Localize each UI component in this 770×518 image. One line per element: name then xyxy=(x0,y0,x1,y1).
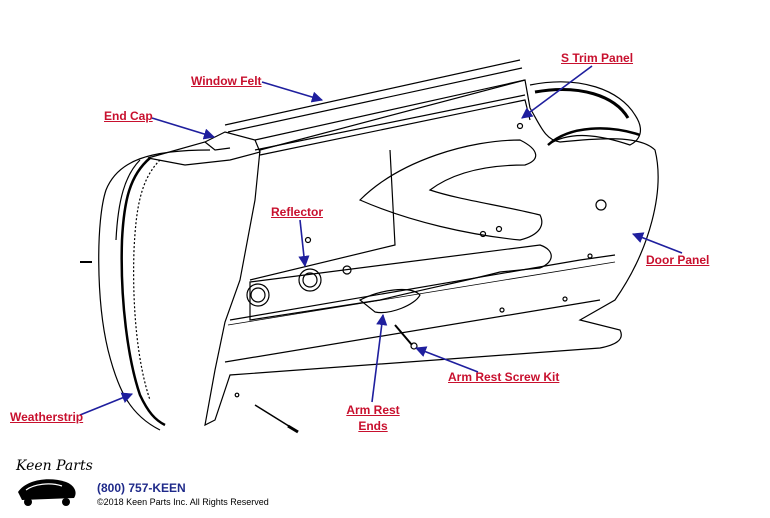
door-shell xyxy=(98,149,211,431)
arrow-weatherstrip xyxy=(79,392,134,416)
arrow-door-panel xyxy=(631,232,683,254)
main-door-panel xyxy=(80,79,659,434)
label-door-panel[interactable]: Door Panel xyxy=(646,253,710,267)
label-weatherstrip[interactable]: Weatherstrip xyxy=(10,410,84,424)
arrow-reflector xyxy=(298,219,310,268)
label-s-trim-panel[interactable]: S Trim Panel xyxy=(561,51,634,65)
arrow-s-trim-panel xyxy=(521,65,593,119)
arrow-arm-rest-ends xyxy=(371,313,388,403)
label-window-felt[interactable]: Window Felt xyxy=(191,74,262,88)
end-cap xyxy=(147,131,261,166)
footer-copyright: ©2018 Keen Parts Inc. All Rights Reserve… xyxy=(97,497,269,507)
window-felt-strip xyxy=(224,59,526,151)
label-arm-rest-screw-kit[interactable]: Arm Rest Screw Kit xyxy=(448,370,560,384)
callout-arrows xyxy=(79,65,683,416)
label-arm-rest-ends-line2: Ends xyxy=(358,419,388,433)
footer-phone[interactable]: (800) 757-KEEN xyxy=(97,481,186,495)
label-arm-rest-ends[interactable]: Arm Rest Ends xyxy=(343,403,403,433)
svg-text:Keen Parts: Keen Parts xyxy=(15,458,93,474)
arrow-end-cap xyxy=(151,117,216,140)
s-trim-panel xyxy=(529,81,642,146)
keen-parts-logo-icon: Keen Parts xyxy=(15,458,93,506)
arrow-window-felt xyxy=(261,81,324,103)
label-end-cap[interactable]: End Cap xyxy=(104,109,153,123)
arrow-arm-rest-screw-kit xyxy=(414,346,479,373)
label-arm-rest-ends-line1: Arm Rest xyxy=(346,403,400,417)
label-reflector[interactable]: Reflector xyxy=(271,205,324,219)
